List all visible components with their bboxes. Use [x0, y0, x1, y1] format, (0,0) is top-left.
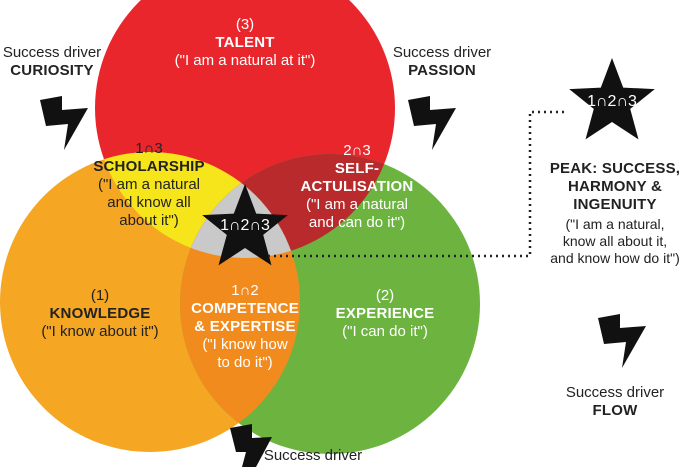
- talent-quote: ("I am a natural at it"): [174, 52, 316, 69]
- peak-star-icon: [569, 58, 655, 140]
- lightning-bolt-icon: [598, 314, 646, 368]
- center-label: 1∩2∩3: [220, 217, 270, 234]
- experience-label: (2) EXPERIENCE ("I can do it"): [335, 287, 435, 340]
- driver-flow: Success driver FLOW: [565, 384, 665, 419]
- talent-label: (3) TALENT ("I am a natural at it"): [130, 16, 360, 70]
- lightning-bolt-icon: [230, 424, 272, 467]
- driver-bottom: Success driver: [263, 447, 363, 464]
- talent-number: (3): [235, 16, 255, 33]
- lightning-bolt-icon: [40, 96, 88, 150]
- talent-title: TALENT: [215, 34, 275, 51]
- scholarship-label: 1∩3 SCHOLARSHIP ("I am a natural and kno…: [93, 140, 205, 229]
- knowledge-label: (1) KNOWLEDGE ("I know about it"): [41, 287, 159, 340]
- competence-label: 1∩2 COMPETENCE & EXPERTISE ("I know how …: [191, 282, 299, 371]
- center-star-icon: [202, 184, 288, 266]
- driver-curiosity: Success driver CURIOSITY: [2, 44, 102, 79]
- lightning-bolt-icon: [408, 96, 456, 150]
- self-actualisation-label: 2∩3 SELF- ACTULISATION ("I am a natural …: [300, 142, 414, 231]
- driver-passion: Success driver PASSION: [392, 44, 492, 79]
- peak-star-label: 1∩2∩3: [587, 93, 637, 110]
- peak-label: PEAK: SUCCESS, HARMONY & INGENUITY ("I a…: [549, 160, 681, 266]
